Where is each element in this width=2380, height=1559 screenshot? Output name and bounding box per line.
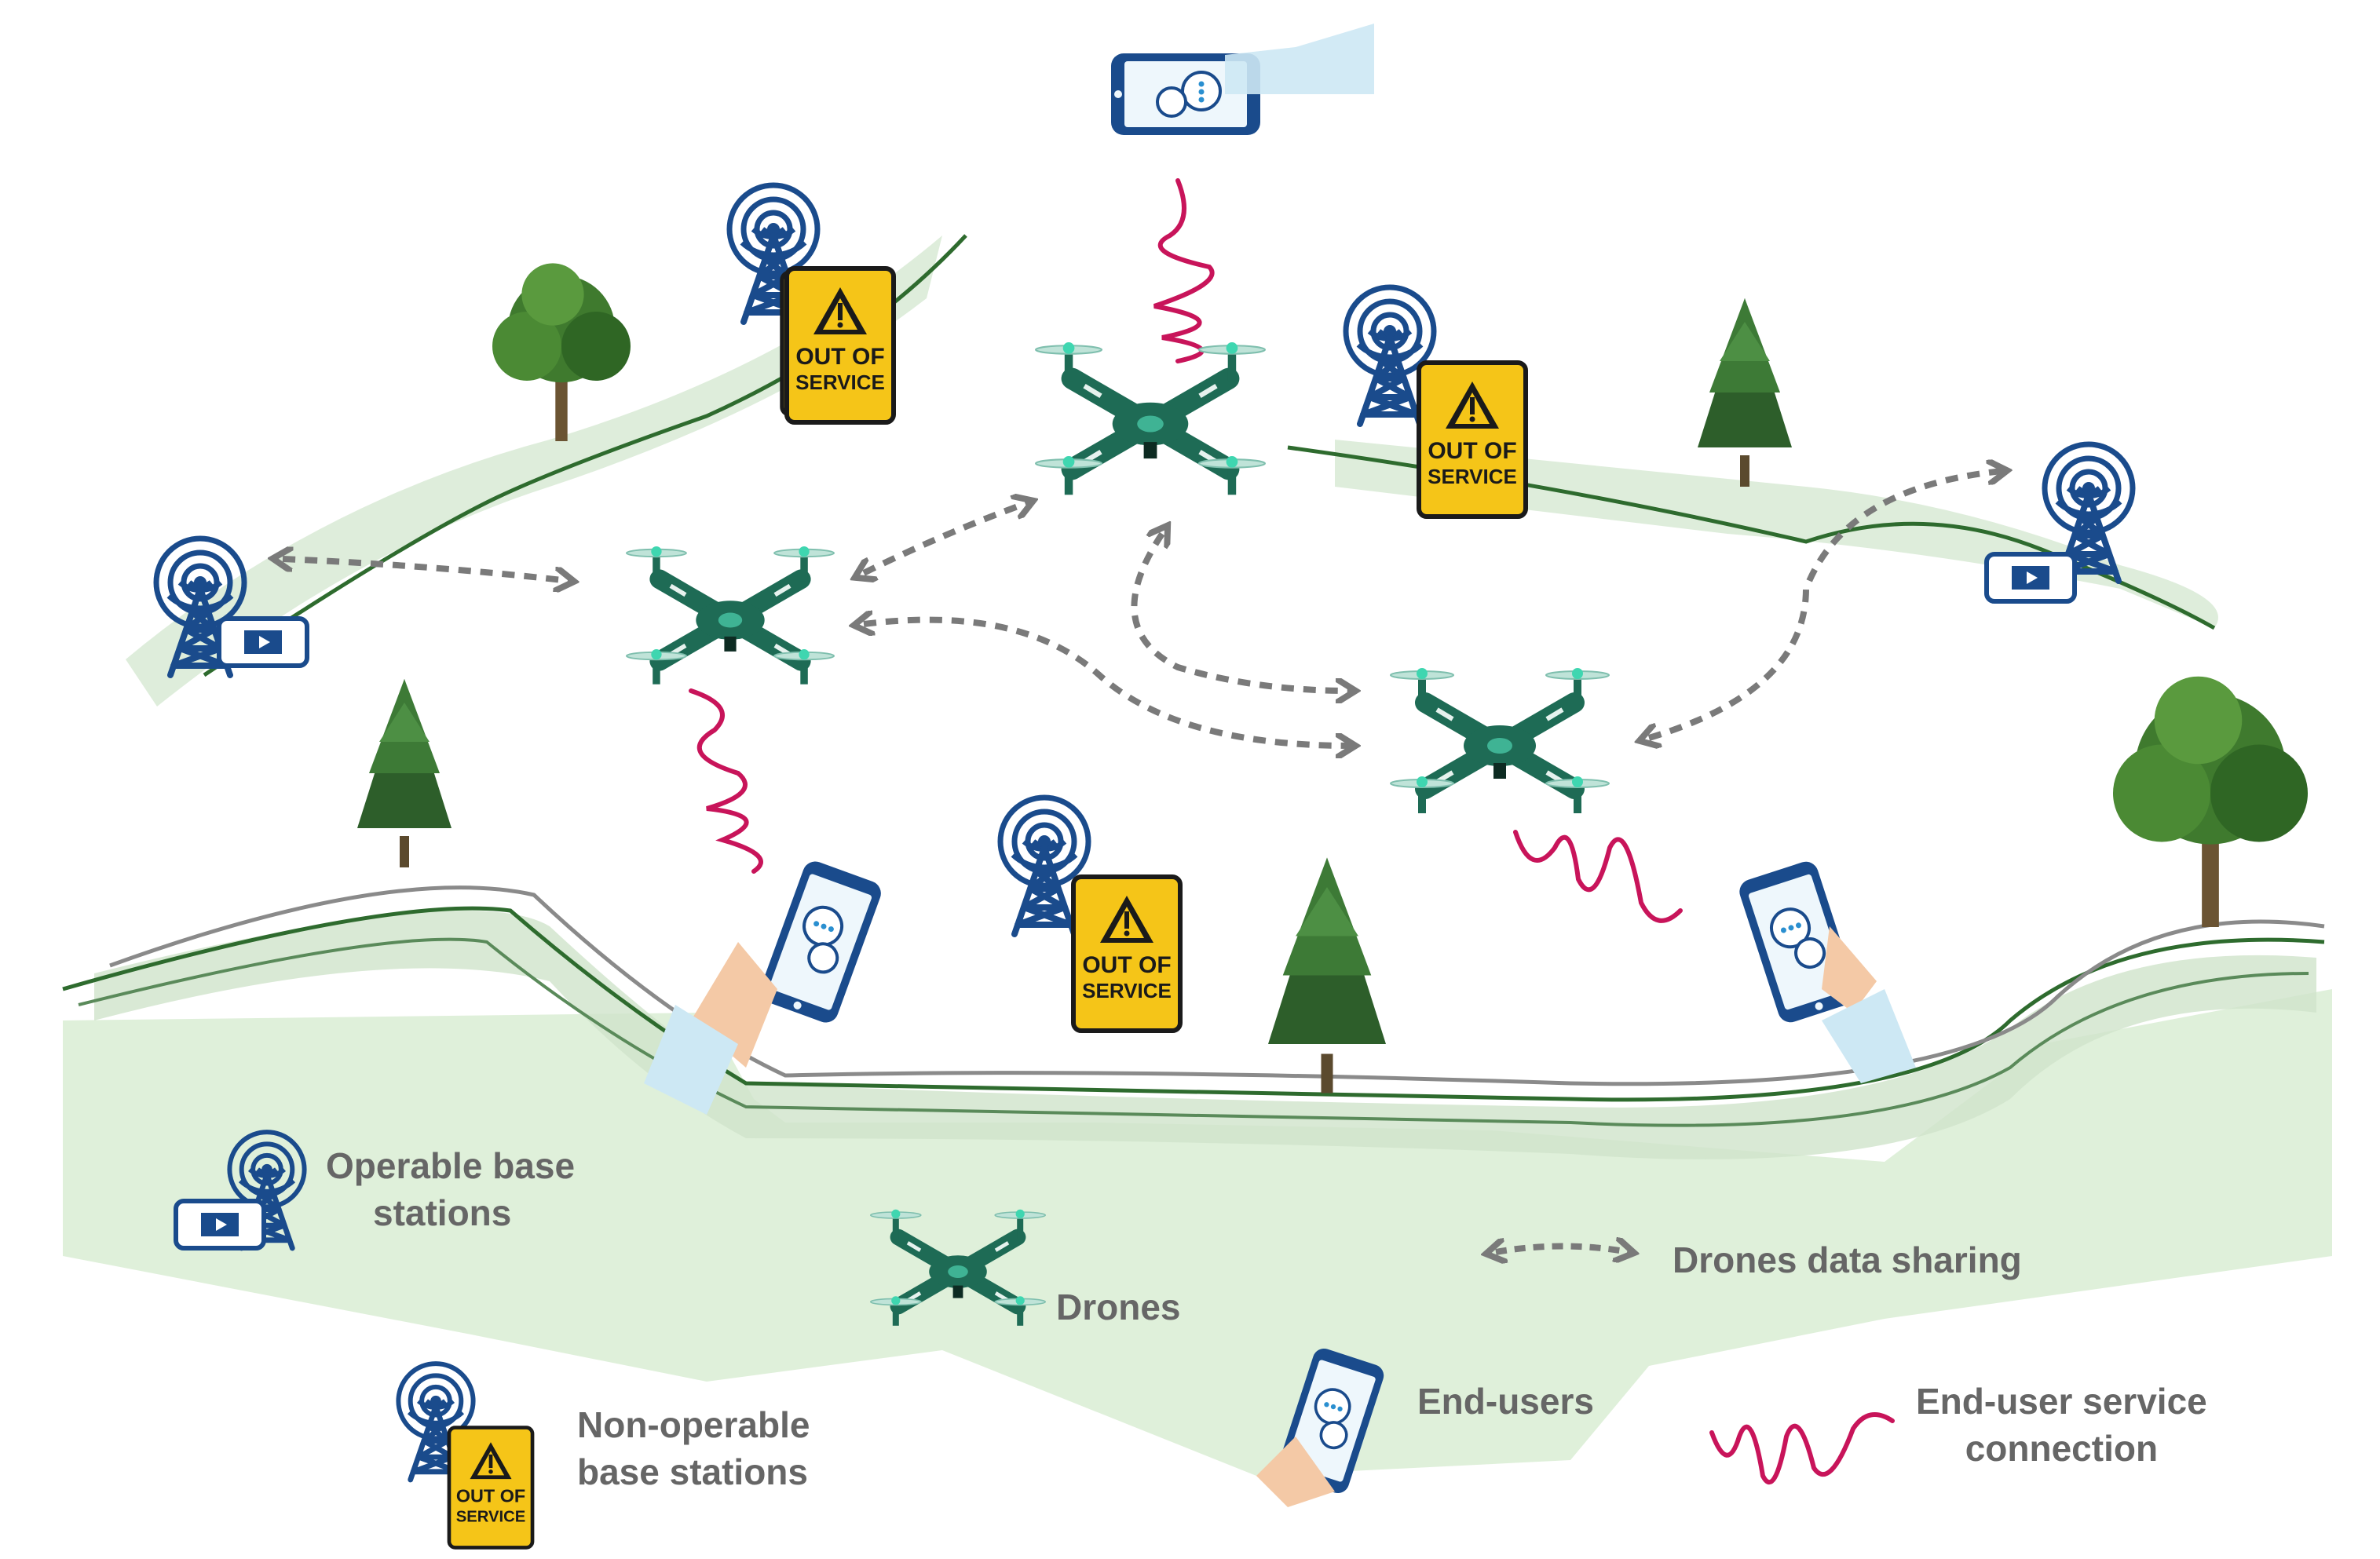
sign-text: SERVICE bbox=[1082, 979, 1172, 1002]
sign-text: OUT OF bbox=[1082, 952, 1171, 978]
video-play-icon bbox=[176, 1201, 264, 1248]
quadcopter-drone-icon bbox=[627, 546, 834, 685]
tree-icon bbox=[1268, 857, 1386, 1093]
tree-icon bbox=[357, 679, 452, 867]
trees bbox=[357, 263, 2308, 1093]
hand bbox=[1822, 926, 1877, 1013]
legend-nonoperable: OUT OF SERVICE bbox=[398, 1364, 532, 1547]
terrain-lines bbox=[62, 234, 2325, 1127]
smartphone-chat-icon bbox=[755, 856, 887, 1028]
legend-operable-line2: stations bbox=[373, 1192, 512, 1233]
legend-service-line1: End-user service bbox=[1916, 1381, 2207, 1422]
double-headed-dashed-arrow-icon bbox=[1496, 1247, 1629, 1253]
video-play-icon bbox=[1987, 554, 2075, 601]
legend-arrow bbox=[1496, 1247, 1629, 1253]
data-sharing-arrows bbox=[283, 471, 2002, 746]
legend-sharing-label: Drones data sharing bbox=[1673, 1240, 2022, 1280]
sign-text: OUT OF bbox=[795, 344, 884, 370]
legend-nonoperable-label: Non-operable base stations bbox=[577, 1401, 810, 1495]
hand bbox=[1256, 1437, 1335, 1507]
tree-icon bbox=[2112, 676, 2308, 927]
legend: OUT OF SERVICE bbox=[176, 1132, 1895, 1547]
service-waves bbox=[689, 178, 1683, 923]
sign-text: SERVICE bbox=[456, 1509, 526, 1526]
sleeve bbox=[1225, 24, 1374, 94]
legend-nonoperable-line1: Non-operable bbox=[577, 1404, 810, 1445]
sign-text: OUT OF bbox=[456, 1486, 525, 1506]
wave-icon bbox=[1153, 178, 1215, 363]
end-users bbox=[644, 24, 1916, 1115]
sleeve bbox=[1822, 989, 1916, 1083]
sign-text: SERVICE bbox=[1428, 465, 1517, 488]
wave-icon bbox=[1513, 830, 1683, 923]
out-of-service-signs: OUT OF SERVICE OUT OF SERVICE OUT OF SER… bbox=[787, 268, 1526, 1031]
legend-service-label: End-user service connection bbox=[1916, 1378, 2207, 1472]
wave-icon bbox=[689, 688, 763, 874]
legend-operable-line1: Operable base bbox=[326, 1145, 576, 1186]
wireless-connection-wave-icon bbox=[1709, 1412, 1895, 1485]
tree-icon bbox=[492, 263, 631, 441]
quadcopter-drone-icon bbox=[1036, 342, 1265, 495]
legend-drones-label: Drones bbox=[1056, 1287, 1181, 1327]
legend-operable-label: Operable base stations bbox=[326, 1142, 575, 1236]
sign-text: OUT OF bbox=[1428, 438, 1516, 464]
quadcopter-drone-icon bbox=[1391, 668, 1609, 813]
legend-nonoperable-line2: base stations bbox=[577, 1451, 808, 1492]
sign-text: SERVICE bbox=[795, 371, 885, 394]
tree-icon bbox=[1698, 298, 1792, 487]
legend-endusers-label: End-users bbox=[1417, 1381, 1594, 1422]
legend-service-line2: connection bbox=[1965, 1428, 2159, 1469]
video-play-icon bbox=[219, 619, 307, 666]
sleeve bbox=[644, 1005, 738, 1115]
